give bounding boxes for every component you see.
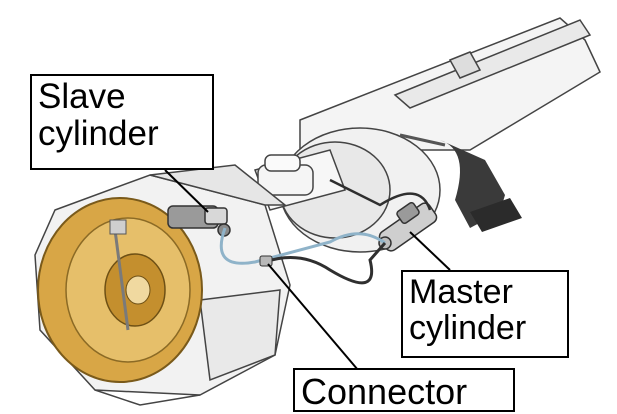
slave-cylinder xyxy=(167,205,231,237)
slave-cylinder-leader xyxy=(164,169,209,213)
clutch-pedal xyxy=(399,133,522,232)
master-cylinder-leader xyxy=(409,231,451,271)
leader-lines xyxy=(164,169,451,371)
slave-cylinder-label: Slave cylinder xyxy=(30,74,214,170)
connector-label: Connector xyxy=(293,368,515,412)
clutch-pressure-plate xyxy=(37,197,203,383)
line-connector xyxy=(259,255,273,267)
master-cylinder-label: Master cylinder xyxy=(401,270,569,358)
connector-leader xyxy=(267,263,359,371)
hydraulic-line xyxy=(219,178,432,285)
